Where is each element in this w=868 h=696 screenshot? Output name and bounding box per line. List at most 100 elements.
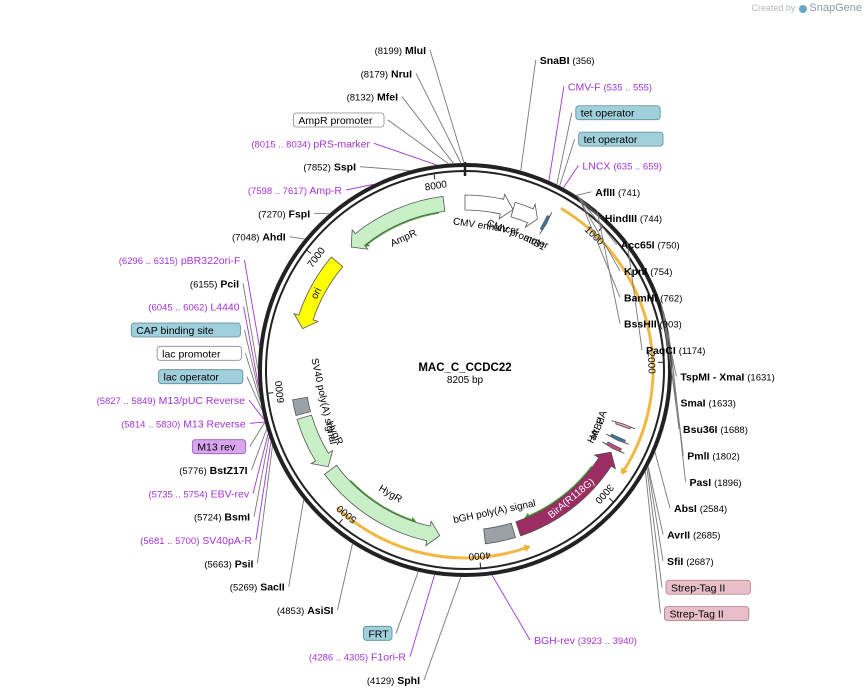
primer-cmv-f[interactable]: CMV-F (535 .. 555) [568,81,652,93]
box-lac-promoter[interactable]: lac promoter [156,345,242,361]
site-paqci[interactable]: PaqCI (1174) [646,345,705,357]
primer-amp-r[interactable]: (7598 .. 7617) Amp-R [248,185,343,197]
primer-position: (5827 .. 5849) [97,396,156,407]
box-m13-rev[interactable]: M13 rev [191,439,247,455]
leader-line [289,236,305,240]
site-name: PsiI [235,558,254,570]
site-psii[interactable]: (5663) PsiI [204,558,253,570]
site-label: (4129) SphI [367,675,420,687]
site-bsmi[interactable]: (5724) BsmI [194,512,250,524]
box-label: M13 rev [197,442,236,454]
leader-line [387,119,449,165]
site-asisi[interactable]: (4853) AsiSI [277,605,334,617]
site-absi[interactable]: AbsI (2584) [674,503,727,515]
site-mlui[interactable]: (8199) MluI [375,45,426,57]
primer-prs-marker[interactable]: (8015 .. 8034) pRS-marker [251,138,370,150]
box-strep-tag-ii[interactable]: Strep-Tag II [665,579,751,595]
leader-line [253,436,270,517]
box-tet-operator[interactable]: tet operator [575,105,661,121]
tick-label: 4000 [468,549,491,562]
center-title: MAC_C_CCDC22 8205 bp [418,362,511,386]
site-bamhi[interactable]: BamHI (762) [624,292,682,304]
site-bstz17i[interactable]: (5776) BstZ17I [179,465,247,477]
primer-ebv-rev[interactable]: (5735 .. 5754) EBV-rev [149,488,250,500]
leader-line [491,574,531,641]
feature-shape [464,193,514,220]
label-box [362,625,393,641]
primer-sv40pa-r[interactable]: (5681 .. 5700) SV40pA-R [140,535,252,547]
site-name: SfiI [667,556,683,568]
feature-attb2[interactable]: attB2 [588,416,630,445]
site-position: (6155) [190,279,217,290]
site-position: (7270) [258,209,285,220]
tick-mark [267,392,274,394]
site-name: MluI [405,45,426,57]
box-frt[interactable]: FRT [362,625,393,641]
leader-line [429,49,465,164]
site-pcii[interactable]: (6155) PciI [190,278,239,290]
primer-m13-puc-reverse[interactable]: (5827 .. 5849) M13/pUC Reverse [97,395,246,407]
site-fspi[interactable]: (7270) FspI [258,208,310,220]
primer-label: (8015 .. 8034) pRS-marker [251,138,370,150]
site-bsshii[interactable]: BssHII (903) [624,319,682,331]
site-smai[interactable]: SmaI (1633) [680,398,736,410]
box-ampr-promoter[interactable]: AmpR promoter [292,112,385,128]
site-aflii[interactable]: AflII (741) [595,187,640,199]
site-sphi[interactable]: (4129) SphI [367,675,420,687]
snapgene-logo-icon [799,4,808,13]
primer-name: EBV-rev [211,488,250,500]
site-nrui[interactable]: (8179) NruI [361,68,412,80]
primer-lncx[interactable]: LNCX (635 .. 659) [582,160,662,172]
site-label: PasI (1896) [690,477,742,489]
site-position: (1631) [747,372,774,383]
site-hindiii[interactable]: HindIII (744) [605,213,662,225]
primer-f1ori-r[interactable]: (4286 .. 4305) F1ori-R [309,652,406,664]
primer-pbr322ori-f[interactable]: (6296 .. 6315) pBR322ori-F [119,255,241,267]
site-sspi[interactable]: (7852) SspI [303,162,356,174]
leader-line [409,574,436,657]
leader-line [520,59,537,171]
feature-ampr[interactable]: AmpR [350,195,446,250]
leader-line-layer [242,49,686,681]
leader-line [395,571,419,634]
feature-label: HygR [377,483,404,505]
brand-name: SnapGene [809,2,862,14]
site-bsu36i[interactable]: Bsu36I (1688) [683,424,748,436]
box-cap-binding-site[interactable]: CAP binding site [130,322,241,338]
leader-line [248,399,265,420]
site-mfei[interactable]: (8132) MfeI [347,92,398,104]
site-ahdi[interactable]: (7048) AhdI [232,232,286,244]
site-label: (8132) MfeI [347,92,398,104]
site-label: SmaI (1633) [680,398,736,410]
box-tet-operator[interactable]: tet operator [578,131,664,147]
site-pasi[interactable]: PasI (1896) [690,477,742,489]
site-kpni[interactable]: KpnI (754) [624,266,672,278]
leader-line [578,197,621,298]
feature-ha[interactable]: HA [595,409,636,430]
leader-line [373,142,437,166]
primer-label: BGH-rev (3923 .. 3940) [534,635,637,647]
site-acc65i[interactable]: Acc65I (750) [621,240,680,252]
site-label: (7048) AhdI [232,232,286,244]
site-tspmi-xmai[interactable]: TspMI - XmaI (1631) [680,371,774,383]
feature-shape [611,420,636,430]
site-sfii[interactable]: SfiI (2687) [667,556,714,568]
site-pmli[interactable]: PmlI (1802) [687,450,740,462]
primer-name: SV40pA-R [202,535,252,547]
primer-bgh-rev[interactable]: BGH-rev (3923 .. 3940) [534,635,637,647]
feature-ori[interactable]: ori [293,256,344,330]
box-strep-tag-ii[interactable]: Strep-Tag II [664,606,750,622]
primer-position: (6296 .. 6315) [119,256,178,267]
site-sacii[interactable]: (5269) SacII [230,582,285,594]
primer-m13-reverse[interactable]: (5814 .. 5830) M13 Reverse [121,418,246,430]
site-position: (1174) [679,346,706,357]
primer-l4440[interactable]: (6045 .. 6062) L4440 [148,302,239,314]
box-lac-operator[interactable]: lac operator [158,369,244,385]
site-snabi[interactable]: SnaBI (356) [540,55,595,67]
box-label: AmpR promoter [298,115,373,127]
backbone [258,162,672,577]
site-name: PciI [220,278,239,290]
site-avrii[interactable]: AvrII (2685) [667,530,720,542]
